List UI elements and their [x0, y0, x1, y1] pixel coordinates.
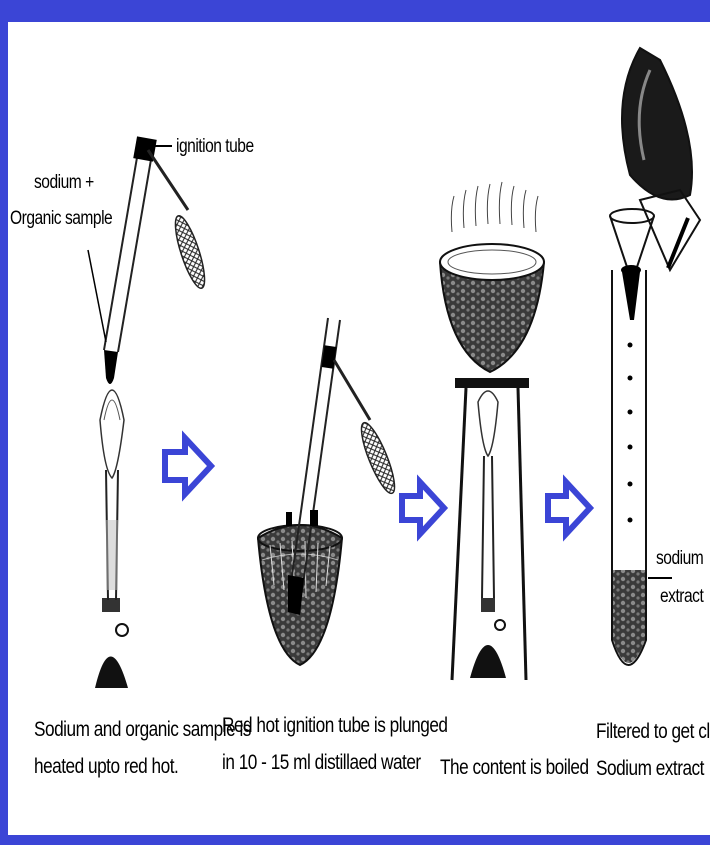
step3-caption: The content is boiled: [440, 750, 589, 787]
right-arrow-icon: [548, 482, 590, 534]
sodium-extract-label-line1: sodium: [656, 548, 703, 571]
sodium-sample-label-line1: sodium +: [34, 172, 94, 195]
step4-caption-line2: Sodium extract: [596, 751, 710, 788]
right-arrow-icon: [402, 482, 444, 534]
step2-caption: Red hot ignition tube is plunged in 10 -…: [222, 708, 448, 782]
right-arrow-icon: [165, 438, 211, 494]
step4-caption: Filtered to get clear Sodium extract: [596, 714, 710, 788]
step3-apparatus: [440, 182, 544, 680]
sodium-extract-label-line2: extract: [660, 586, 703, 609]
step4-caption-line1: Filtered to get clear: [596, 714, 710, 751]
step2-caption-line2: in 10 - 15 ml distillaed water: [222, 745, 448, 782]
step2-caption-line1: Red hot ignition tube is plunged: [222, 708, 448, 745]
step1-caption: Sodium and organic sample is heated upto…: [34, 712, 251, 786]
sodium-sample-label-line2: Organic sample: [10, 208, 112, 231]
step3-caption-line1: The content is boiled: [440, 750, 589, 787]
ignition-tube-label: ignition tube: [176, 136, 254, 159]
step1-caption-line1: Sodium and organic sample is: [34, 712, 251, 749]
step4-apparatus: [610, 48, 700, 665]
step1-caption-line2: heated upto red hot.: [34, 749, 251, 786]
burner-base: [95, 657, 128, 689]
step2-apparatus: [258, 318, 401, 665]
